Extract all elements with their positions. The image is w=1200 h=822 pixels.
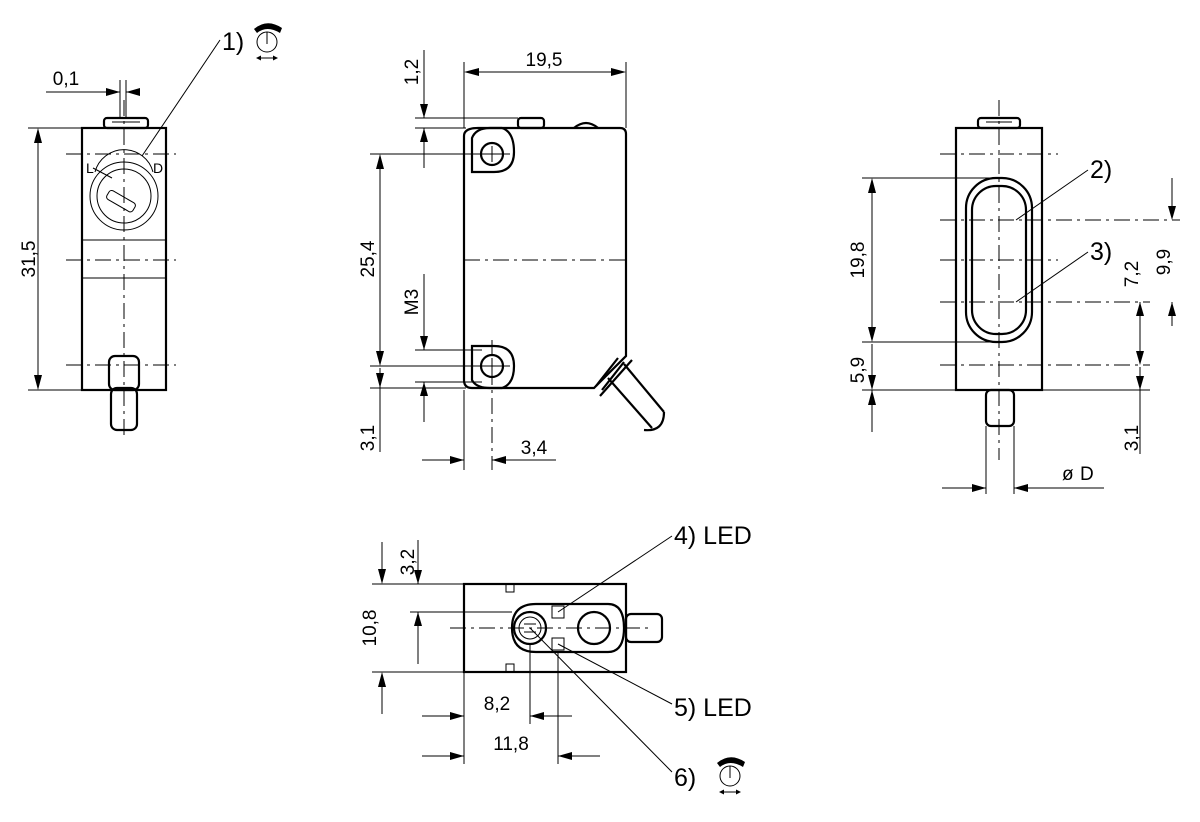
dim-depth: 10,8	[360, 610, 381, 647]
dim-cable-offset: 3,1	[1122, 425, 1143, 451]
dim-width: 19,5	[526, 50, 563, 71]
callout-4: 4) LED	[674, 522, 752, 550]
dim-pot-x: 11,8	[493, 734, 529, 755]
dim-bottom-offset: 3,2	[398, 549, 419, 575]
rotary-knob-icon	[253, 22, 283, 61]
dim-gap: 0,1	[53, 69, 79, 90]
callout-6: 6)	[674, 764, 696, 792]
dim-led-x: 8,2	[484, 694, 510, 715]
callout-2: 2)	[1090, 156, 1112, 184]
dim-hole-spacing: 25,4	[358, 240, 379, 277]
dim-hole-offset-side: 3,4	[521, 438, 548, 459]
dim-cable-diameter: D	[1080, 464, 1094, 485]
rotary-knob-icon	[716, 756, 746, 795]
pot-right-label: D	[153, 160, 163, 176]
dim-window-offset: 5,9	[848, 357, 869, 383]
diameter-symbol: ø	[1062, 464, 1074, 485]
dim-axis-3: 7,2	[1122, 261, 1143, 287]
led-5	[551, 637, 565, 651]
callout-1: 1)	[222, 28, 244, 56]
dim-hole-offset-bottom: 3,1	[358, 425, 379, 451]
dim-height: 31,5	[19, 241, 40, 278]
view-front: L D 31,5 0,1 1)	[19, 22, 283, 435]
dim-window-height: 19,8	[848, 242, 869, 279]
led-4	[551, 605, 565, 619]
view-side: 19,5 1,2 25,4 M3 3,1 3,4	[358, 50, 666, 470]
callout-3: 3)	[1090, 238, 1112, 266]
dim-thread: M3	[402, 289, 423, 315]
housing-outline	[462, 126, 628, 390]
view-rear: 19,8 5,9 9,9 7,2 3,1 ø D 2)	[848, 100, 1180, 494]
dim-axis-2: 9,9	[1154, 249, 1175, 275]
view-top: 3,2 10,8 8,2 11,8 4) LED 5) LED 6)	[360, 522, 752, 795]
pot-left-label: L	[86, 160, 94, 176]
callout-5: 5) LED	[674, 694, 752, 722]
dim-hole-offset-top: 1,2	[402, 59, 423, 85]
